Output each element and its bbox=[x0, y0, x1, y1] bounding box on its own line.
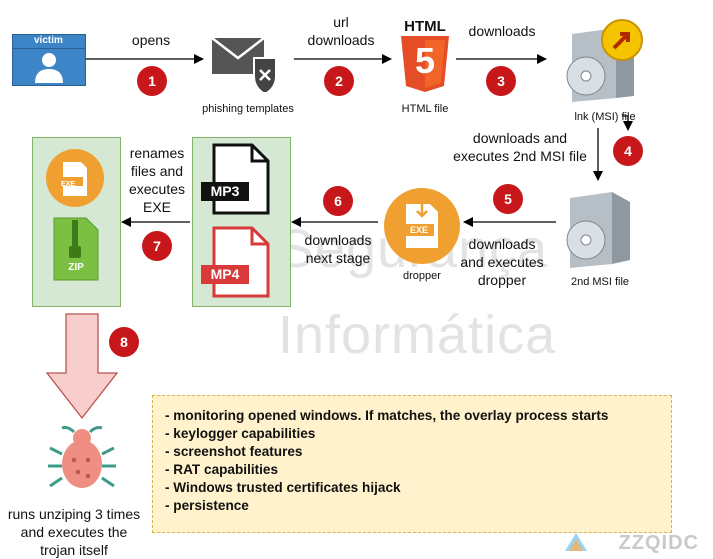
zip-archive-icon bbox=[53, 217, 99, 281]
step-badge-7: 7 bbox=[142, 231, 172, 261]
trojan-label-2: and executes the bbox=[20, 524, 128, 540]
step-badge-2: 2 bbox=[324, 66, 354, 96]
html5-number: 5 bbox=[414, 40, 436, 81]
mp4-file-icon bbox=[212, 226, 270, 298]
html-logo-text: HTML bbox=[404, 18, 446, 35]
label-url: url bbox=[333, 14, 349, 30]
victim-label: victim bbox=[34, 35, 63, 46]
trojan-label-1: runs unziping 3 times bbox=[7, 506, 141, 522]
label-downloads-dropper-2: and executes bbox=[460, 254, 544, 270]
second-msi-installer-icon bbox=[566, 192, 630, 268]
watermark-line2: Informática bbox=[278, 305, 557, 365]
lnk-msi-installer-icon bbox=[566, 19, 643, 102]
capability-item: - monitoring opened windows. If matches,… bbox=[165, 408, 609, 423]
edge-lnk-curl bbox=[622, 115, 633, 131]
label-opens: opens bbox=[131, 32, 171, 48]
victim-node: victim bbox=[12, 34, 86, 86]
step-badge-3: 3 bbox=[486, 66, 516, 96]
capability-item: - screenshot features bbox=[165, 444, 303, 459]
capability-item: - keylogger capabilities bbox=[165, 426, 316, 441]
label-downloads-dropper-1: downloads bbox=[468, 236, 536, 252]
exe-file-text: EXE bbox=[60, 181, 75, 188]
footer-logo-icon bbox=[565, 533, 587, 551]
step-badge-8: 8 bbox=[109, 327, 139, 357]
step-badge-5: 5 bbox=[493, 184, 523, 214]
label-downloads-dropper-3: dropper bbox=[477, 272, 527, 288]
label-renames-2: files and bbox=[130, 163, 184, 179]
html-file-label: HTML file bbox=[401, 103, 449, 115]
dropper-label: dropper bbox=[403, 270, 441, 282]
capability-item: - persistence bbox=[165, 498, 249, 513]
label-next-stage-1: downloads bbox=[304, 232, 372, 248]
label-renames-4: EXE bbox=[142, 199, 171, 215]
phishing-label: phishing templates bbox=[202, 103, 294, 115]
mp4-label: MP4 bbox=[210, 266, 240, 282]
step-badge-1: 1 bbox=[137, 66, 167, 96]
capability-item: - Windows trusted certificates hijack bbox=[165, 480, 401, 495]
label-next-stage-2: next stage bbox=[305, 250, 371, 266]
mp3-file-icon bbox=[212, 143, 270, 215]
big-down-arrow bbox=[45, 313, 119, 420]
trojan-bug-icon bbox=[48, 426, 116, 488]
exe-file-icon bbox=[46, 149, 104, 207]
user-icon bbox=[35, 53, 63, 83]
html5-shield-icon bbox=[401, 36, 449, 92]
trojan-label-3: trojan itself bbox=[40, 542, 108, 558]
label-executes-2nd-msi: executes 2nd MSI file bbox=[453, 148, 587, 164]
lnk-msi-label: lnk (MSI) file bbox=[574, 111, 636, 123]
victim-title-bar: victim bbox=[13, 35, 85, 49]
mp3-label-band bbox=[201, 182, 249, 201]
capabilities-box: - monitoring opened windows. If matches,… bbox=[152, 395, 672, 533]
footer-watermark: ZZQIDC bbox=[618, 532, 699, 554]
zip-label: ZIP bbox=[68, 262, 84, 273]
label-url-downloads: downloads bbox=[307, 32, 375, 48]
phishing-envelope-icon bbox=[211, 37, 277, 92]
mp4-label-band bbox=[201, 265, 249, 284]
mp3-label: MP3 bbox=[210, 183, 240, 199]
label-renames-1: renames bbox=[129, 145, 185, 161]
label-renames-3: executes bbox=[128, 181, 186, 197]
step-badge-6: 6 bbox=[323, 186, 353, 216]
second-msi-label: 2nd MSI file bbox=[570, 276, 630, 288]
step-badge-4: 4 bbox=[613, 136, 643, 166]
capability-item: - RAT capabilities bbox=[165, 462, 279, 477]
label-downloads-and: downloads and bbox=[472, 130, 568, 146]
dropper-exe-text: EXE bbox=[409, 225, 428, 235]
label-downloads: downloads bbox=[468, 23, 536, 39]
dropper-exe-icon bbox=[384, 188, 460, 264]
